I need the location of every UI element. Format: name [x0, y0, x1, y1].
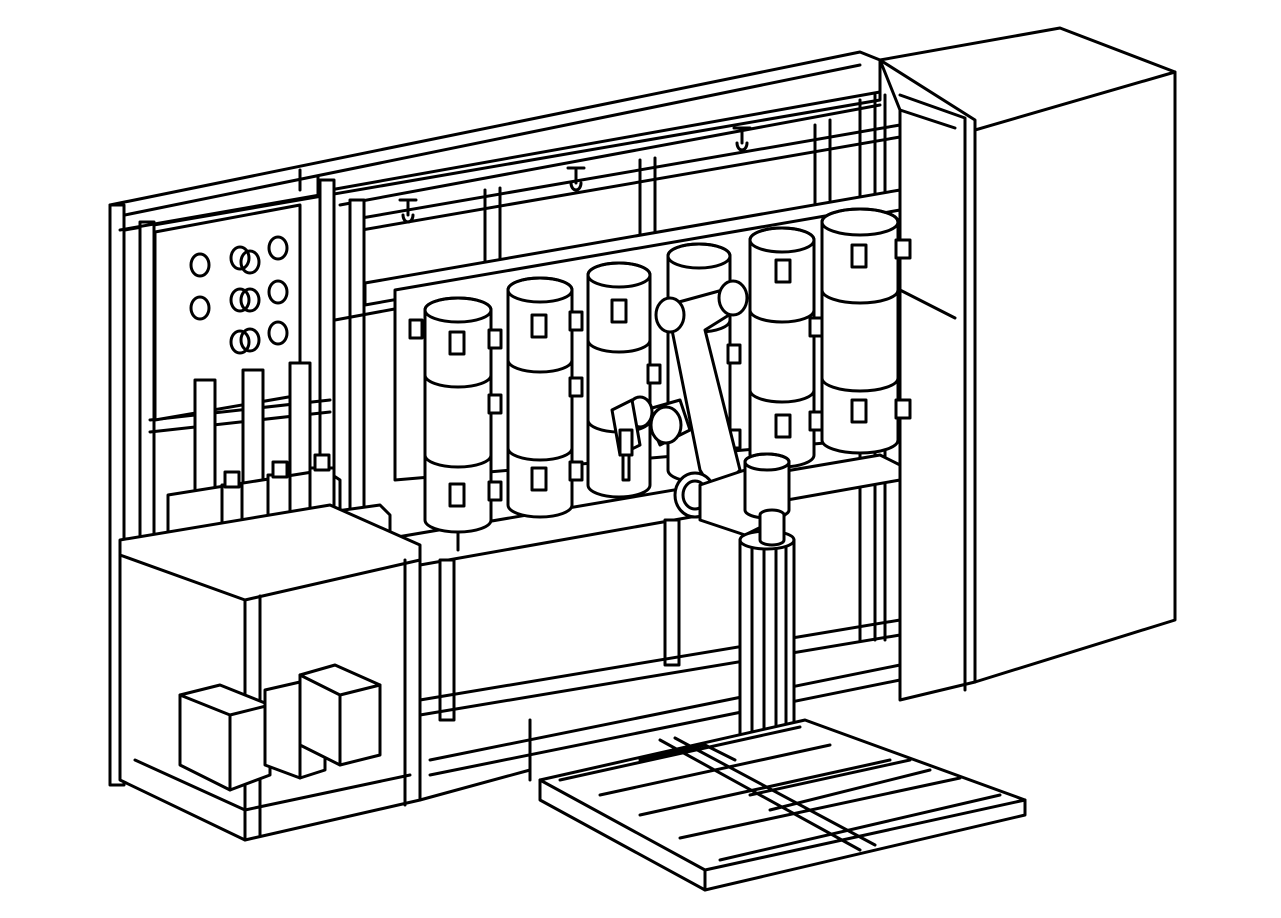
control-panel: [153, 203, 302, 422]
cabinet: [878, 26, 1177, 702]
bottom-shelf-boxes: [118, 503, 422, 842]
vessel: [408, 296, 503, 552]
floor-base-frame: [538, 718, 1027, 892]
vessel: [748, 226, 824, 469]
vessel: [506, 276, 584, 519]
ceiling-hooks: [398, 126, 752, 224]
vessel: [820, 207, 912, 455]
robot-arm: [610, 279, 791, 537]
